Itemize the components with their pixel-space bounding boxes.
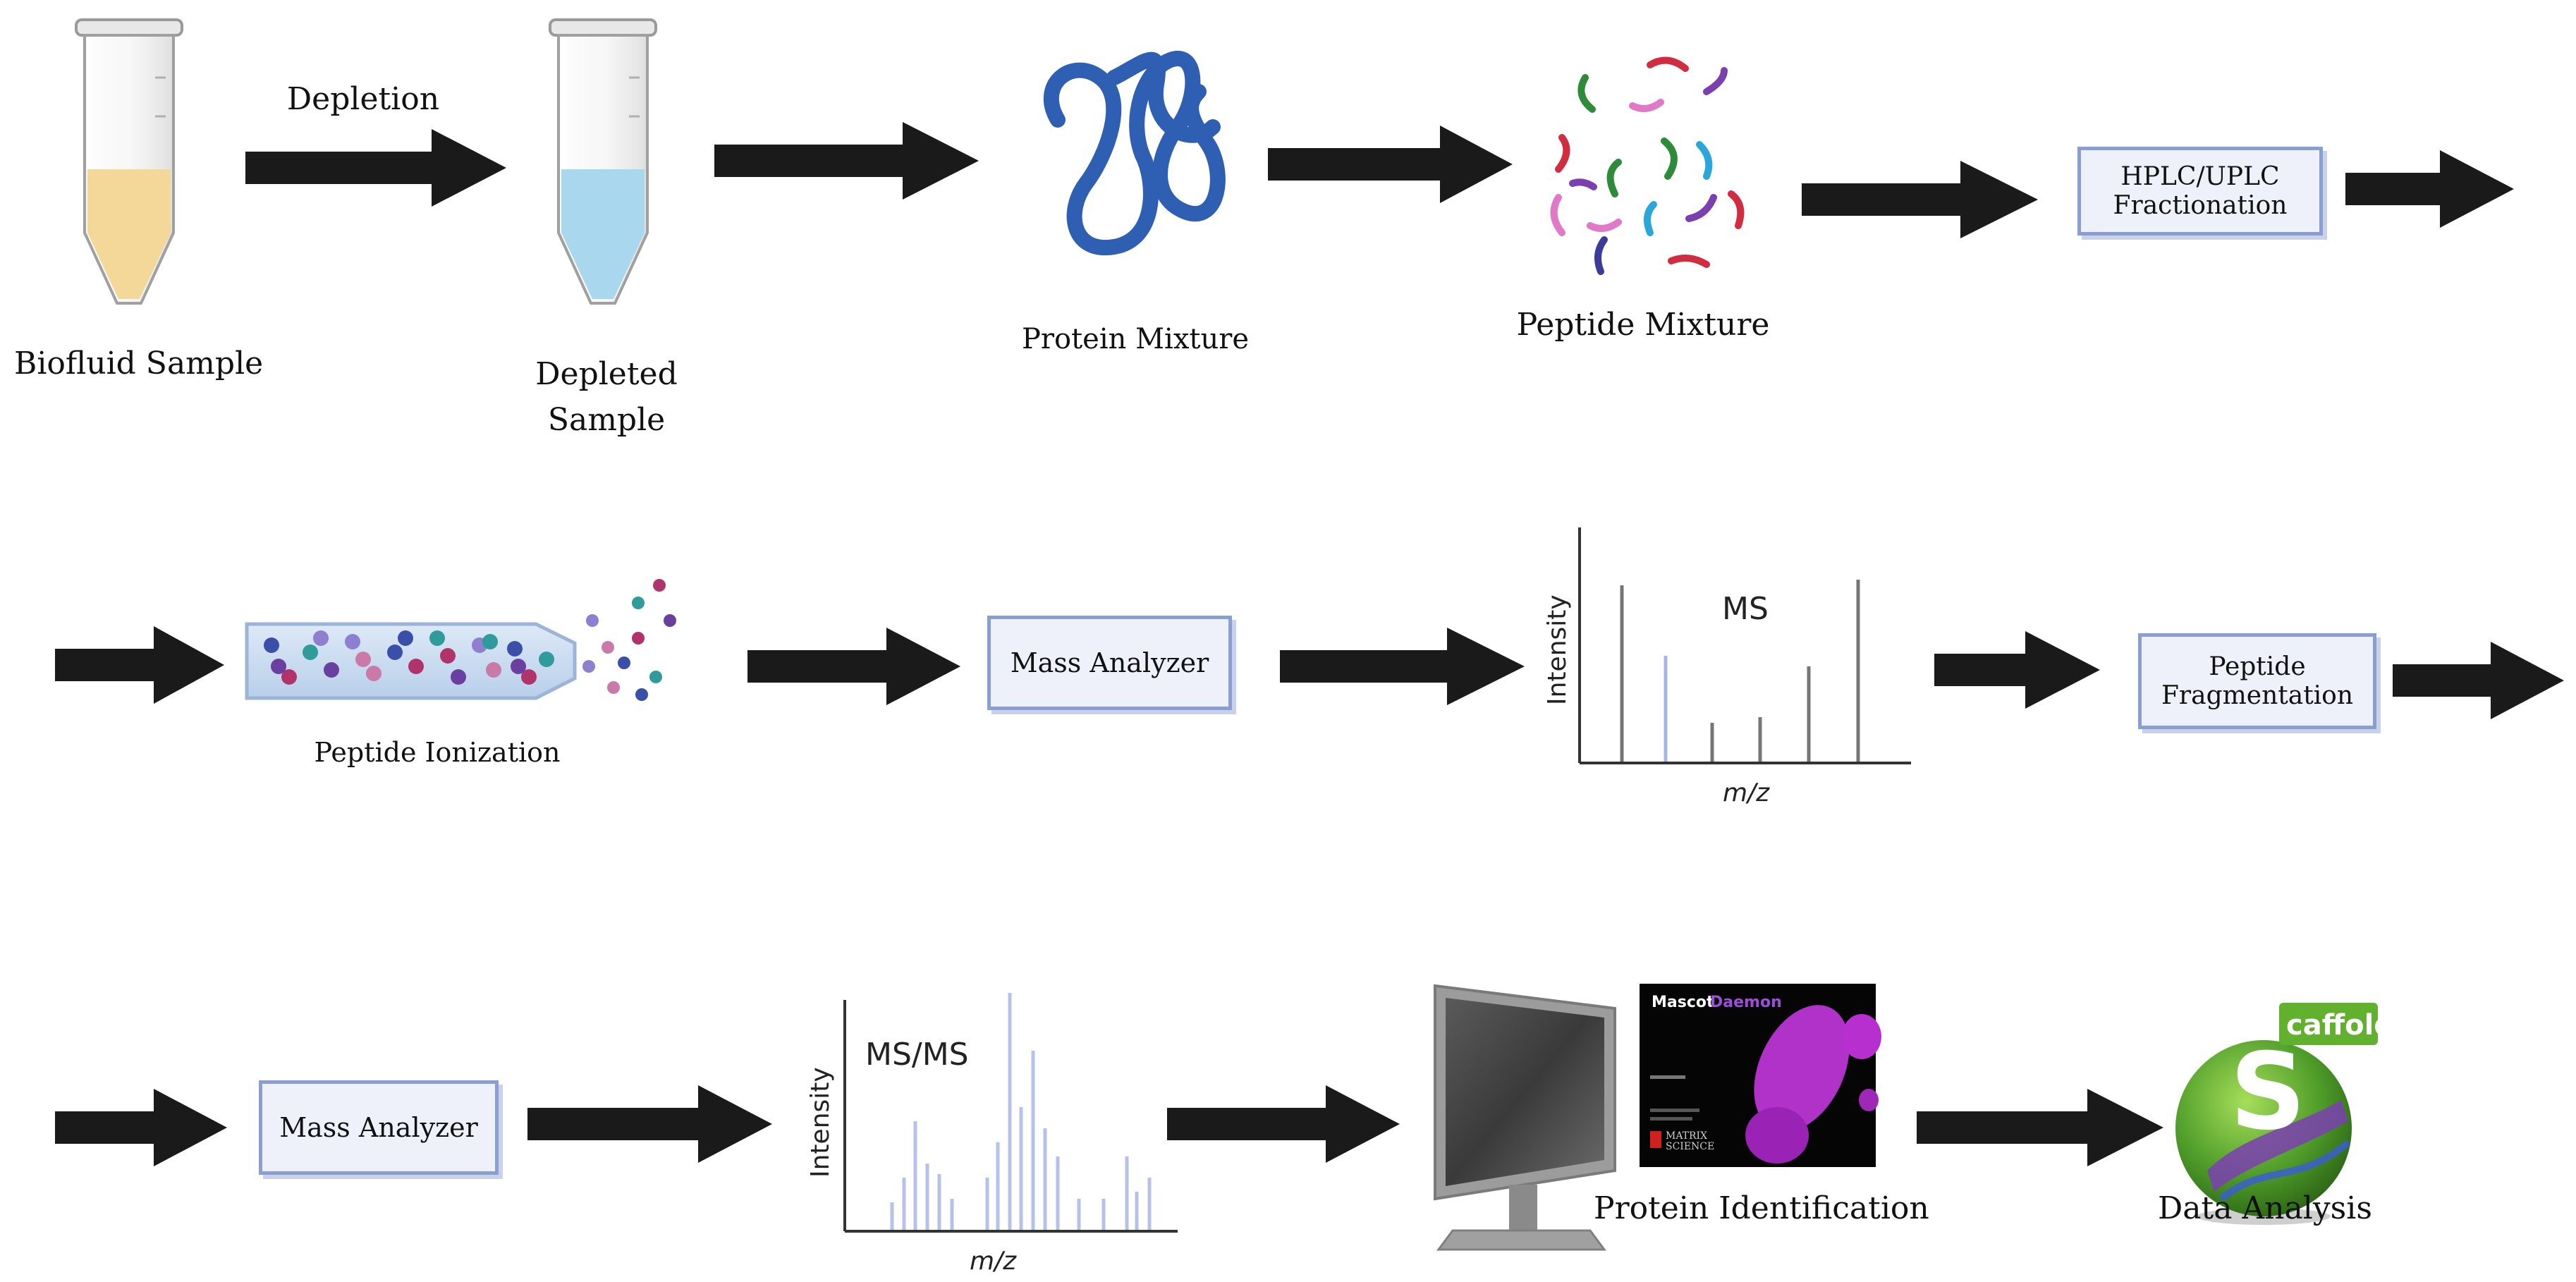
fragmentation-line2: Fragmentation xyxy=(2161,681,2354,710)
ion-dot xyxy=(429,630,445,646)
ion-dot xyxy=(387,645,403,660)
ion-dot xyxy=(355,652,371,667)
ion-dot xyxy=(632,632,645,645)
ion-dot xyxy=(511,659,526,674)
peptide-ionization-icon xyxy=(245,579,676,701)
arrow-depletion xyxy=(245,129,506,207)
ion-dot xyxy=(281,669,297,685)
data-analysis-label: Data Analysis xyxy=(2158,1190,2372,1226)
ion-dot xyxy=(607,681,620,694)
ion-dot xyxy=(486,662,501,678)
ion-dot xyxy=(586,614,599,627)
mascot-daemon-screenshot: Mascot Daemon MATRIX SCIENCE xyxy=(1640,984,1881,1167)
protein-identification-label: Protein Identification xyxy=(1594,1190,1929,1226)
peptide-ionization-label: Peptide Ionization xyxy=(314,737,561,768)
scaffold-text: caffold xyxy=(2286,1009,2394,1042)
arrow-to-fragmentation xyxy=(1934,631,2100,709)
arrow-to-identification xyxy=(1167,1085,1400,1163)
mass-analyzer-box-2: Mass Analyzer xyxy=(259,1080,499,1175)
ms-title: MS xyxy=(1722,591,1769,627)
ion-dot xyxy=(324,662,339,678)
arrow-row2-end xyxy=(2393,642,2564,719)
depletion-label: Depletion xyxy=(286,81,440,117)
msms-title: MS/MS xyxy=(865,1037,969,1073)
ion-dot xyxy=(440,648,456,664)
mascot-daemon-word: Daemon xyxy=(1710,994,1782,1011)
protein-mixture-icon xyxy=(1043,51,1226,256)
vendor-line1: MATRIX xyxy=(1666,1130,1707,1142)
scaffold-initial: S xyxy=(2230,1031,2306,1154)
fragmentation-line1: Peptide xyxy=(2209,652,2306,681)
arrow-to-peptide xyxy=(1268,126,1513,203)
biofluid-sample-label: Biofluid Sample xyxy=(14,346,264,381)
depleted-sample-label-line2: Sample xyxy=(547,402,666,438)
ion-dot xyxy=(582,660,595,673)
msms-ylabel: Intensity xyxy=(806,1067,835,1178)
ms-xlabel: m/z xyxy=(1723,779,1770,807)
ion-dot xyxy=(539,652,554,667)
ion-dot xyxy=(264,637,279,653)
ion-dot xyxy=(653,579,666,592)
ion-dot xyxy=(602,641,614,654)
biofluid-tube-icon xyxy=(75,18,183,305)
arrow-row3-start xyxy=(55,1089,227,1166)
hplc-line2: Fractionation xyxy=(2113,191,2288,220)
ion-dot xyxy=(271,659,286,674)
hplc-line1: HPLC/UPLC xyxy=(2120,162,2280,191)
ms-spectrum xyxy=(1578,527,1911,764)
msms-xlabel: m/z xyxy=(970,1247,1017,1276)
ion-dot xyxy=(507,641,523,657)
msms-spectrum xyxy=(843,993,1178,1233)
ion-dot xyxy=(664,614,676,627)
depleted-tube-icon xyxy=(549,18,657,305)
depleted-sample-label-line1: Depleted xyxy=(535,356,678,392)
ion-dot xyxy=(408,659,424,674)
arrow-row2-start xyxy=(55,626,224,704)
ms-ylabel: Intensity xyxy=(1543,594,1572,705)
ion-dot xyxy=(649,671,662,683)
scaffold-logo-icon: S caffold xyxy=(2175,1003,2394,1225)
mass-analyzer-2-label: Mass Analyzer xyxy=(279,1112,478,1143)
ion-dot xyxy=(398,630,413,646)
ion-dot xyxy=(345,634,360,649)
arrow-after-hplc xyxy=(2345,150,2514,228)
vendor-line2: SCIENCE xyxy=(1666,1141,1714,1152)
hplc-uplc-fractionation-box: HPLC/UPLC Fractionation xyxy=(2077,147,2323,236)
arrow-to-mass-analyzer-1 xyxy=(747,628,960,705)
ion-dot xyxy=(635,688,648,701)
ion-dot xyxy=(521,669,537,685)
mass-analyzer-box-1: Mass Analyzer xyxy=(987,616,1232,710)
ion-dot xyxy=(482,634,498,649)
mass-analyzer-1-label: Mass Analyzer xyxy=(1010,647,1209,678)
ion-dot xyxy=(632,597,645,609)
ion-dot xyxy=(313,630,329,646)
monitor-icon xyxy=(1434,984,1616,1251)
protein-mixture-label: Protein Mixture xyxy=(1021,323,1250,355)
peptide-mixture-icon xyxy=(1550,56,1745,275)
arrow-to-ms xyxy=(1280,628,1525,705)
ion-dot xyxy=(366,666,381,681)
mascot-title: Mascot xyxy=(1652,994,1714,1011)
ion-dot xyxy=(618,657,630,669)
arrow-to-protein xyxy=(714,122,979,200)
arrow-to-msms xyxy=(527,1085,772,1163)
arrow-to-hplc xyxy=(1802,161,2038,238)
peptide-fragmentation-box: Peptide Fragmentation xyxy=(2138,633,2376,729)
peptide-mixture-label: Peptide Mixture xyxy=(1516,307,1770,343)
ion-dot xyxy=(451,669,466,685)
arrow-to-data-analysis xyxy=(1917,1089,2163,1166)
ion-dot xyxy=(303,645,318,660)
